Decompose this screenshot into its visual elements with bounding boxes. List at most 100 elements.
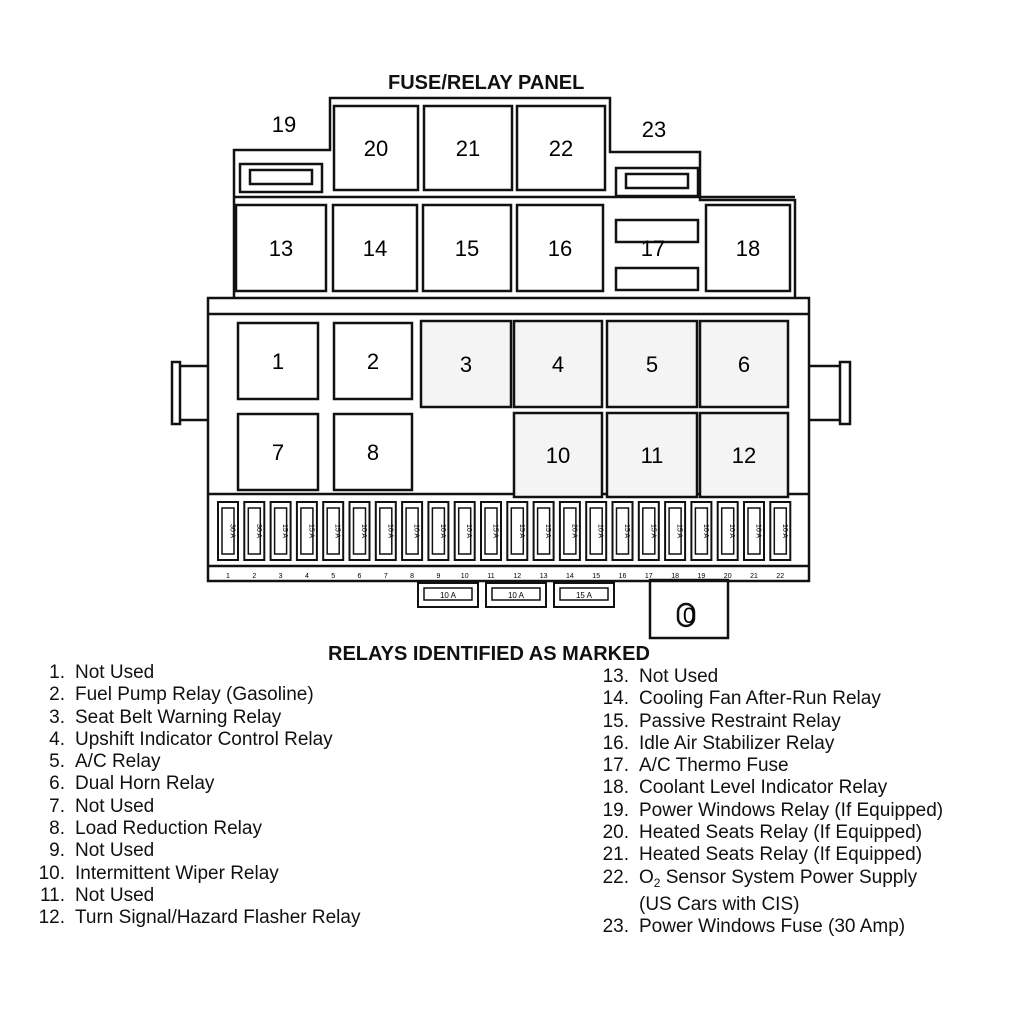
fuse-6-element bbox=[352, 507, 367, 555]
fuse-4-element bbox=[300, 507, 314, 555]
fuse-12-element bbox=[510, 507, 525, 555]
legend-item: 19.Power Windows Relay (If Equipped) bbox=[586, 799, 944, 822]
legend-item-number: 23. bbox=[602, 916, 629, 938]
fuse-5-element bbox=[326, 507, 340, 555]
plug-key bbox=[676, 602, 696, 628]
legend-item-number: 21. bbox=[602, 844, 629, 866]
fuse-22 bbox=[769, 501, 792, 561]
legend-item-number: 5. bbox=[49, 751, 65, 773]
legend-title: RELAYS IDENTIFIED AS MARKED bbox=[328, 643, 650, 665]
fuse-16-number: 16 bbox=[619, 573, 627, 580]
fuse-9-rating: 10 A bbox=[439, 524, 446, 538]
legend-item-number: 18. bbox=[602, 777, 629, 799]
fuse-16-element bbox=[615, 507, 630, 555]
fuse-15-rating: 10 A bbox=[597, 524, 604, 538]
legend-item-text: Upshift Indicator Control Relay bbox=[75, 728, 333, 750]
legend-item: 16.Idle Air Stabilizer Relay bbox=[586, 733, 943, 755]
fuse-6-rating: 10 A bbox=[360, 524, 367, 538]
legend-item-text: Heated Seats Relay (If Equipped) bbox=[639, 844, 923, 866]
fuse-20-rating: 10 A bbox=[728, 524, 735, 538]
fuse-2-number: 2 bbox=[252, 573, 256, 580]
fuse-5 bbox=[322, 501, 345, 561]
relay-8-box bbox=[332, 412, 414, 492]
fuse-12-number: 12 bbox=[513, 573, 521, 580]
plug-label: 0 bbox=[683, 603, 695, 628]
legend-item-text: Not Used bbox=[75, 840, 155, 862]
legend-item: 20.Heated Seats Relay (If Equipped) bbox=[586, 822, 943, 844]
relay-6-box bbox=[698, 319, 790, 409]
legend-item: 4.Upshift Indicator Control Relay bbox=[22, 729, 360, 751]
legend-item-number: 17. bbox=[602, 755, 629, 777]
spare-fuse-3-rating: 15 A bbox=[576, 591, 593, 600]
relay-7-box bbox=[236, 412, 320, 492]
fuse-4 bbox=[295, 501, 318, 561]
fuse-1-number: 1 bbox=[226, 573, 230, 580]
spare-fuse-3 bbox=[553, 582, 615, 608]
legend-item-text: Fuel Pump Relay (Gasoline) bbox=[75, 684, 314, 706]
relay-12-box bbox=[698, 411, 790, 499]
relay-21-box bbox=[422, 104, 514, 192]
legend-item-number: 7. bbox=[49, 795, 65, 817]
fuse-15 bbox=[585, 501, 608, 561]
fuse-13-element bbox=[536, 507, 551, 555]
relay-2-label: 2 bbox=[367, 349, 379, 374]
spare-fuse-2 bbox=[485, 582, 547, 608]
relay-22-label: 22 bbox=[549, 136, 573, 161]
connector-plug bbox=[648, 578, 730, 640]
fuse-13-number: 13 bbox=[540, 573, 548, 580]
fuse-4-rating: 15 A bbox=[307, 524, 314, 538]
relay-11-box bbox=[605, 411, 699, 499]
fuse-1-element bbox=[221, 507, 235, 555]
fuse-14-rating: 20 A bbox=[570, 524, 577, 538]
relay-14-box bbox=[331, 203, 419, 293]
legend-item: 10.Intermittent Wiper Relay bbox=[22, 863, 360, 885]
fuse-3-rating: 15 A bbox=[281, 524, 288, 538]
relay-3-box bbox=[419, 319, 513, 409]
fuse-19-rating: 10 A bbox=[702, 524, 709, 538]
legend-item-number: 1. bbox=[49, 662, 65, 683]
legend-item: 17. A/C Thermo Fuse bbox=[586, 755, 943, 777]
left-mount-tab bbox=[170, 360, 208, 426]
relay-19-label: 19 bbox=[272, 112, 296, 137]
fuse-12 bbox=[506, 501, 529, 561]
fuse-19-element bbox=[694, 507, 709, 555]
legend-item-number: 19. bbox=[602, 799, 629, 821]
fuse-17 bbox=[637, 501, 660, 561]
legend-item-text: Not Used bbox=[75, 884, 155, 906]
panel-title: FUSE/RELAY PANEL bbox=[388, 72, 585, 94]
relay-14-label: 14 bbox=[363, 236, 387, 261]
fuse-5-number: 5 bbox=[331, 573, 335, 580]
fuse-19 bbox=[690, 501, 713, 561]
relay-20-label: 20 bbox=[364, 136, 388, 161]
legend-item: 1.Not Used bbox=[22, 662, 360, 684]
legend-item-number: 6. bbox=[49, 773, 65, 795]
legend-item-text: Coolant Level Indicator Relay bbox=[639, 777, 888, 799]
fuse-10-number: 10 bbox=[461, 573, 469, 580]
legend-item-text: Passive Restraint Relay bbox=[639, 710, 841, 732]
spare-fuse-2-rating: 10 A bbox=[508, 591, 525, 600]
fuse-1 bbox=[217, 501, 239, 561]
relay-17-label: 17 bbox=[641, 236, 665, 261]
relay-1-label: 1 bbox=[272, 349, 284, 374]
spare-fuse-3-element bbox=[559, 587, 609, 601]
fuse-11 bbox=[480, 501, 502, 561]
legend-item-text: A/C Thermo Fuse bbox=[639, 755, 789, 777]
fuse-19 bbox=[248, 168, 314, 186]
fuse-8-rating: 10 A bbox=[413, 524, 420, 538]
relay-2-box bbox=[332, 321, 414, 401]
spare-fuse-1 bbox=[417, 582, 479, 608]
fuse-3 bbox=[269, 501, 292, 561]
fuse-17-number: 17 bbox=[645, 573, 653, 580]
fuse-1-rating: 30 A bbox=[229, 524, 236, 538]
legend-item-number: 22. bbox=[602, 866, 629, 888]
legend-item-number: 11. bbox=[39, 884, 65, 906]
fuse-19-number: 19 bbox=[698, 573, 706, 580]
fuse-22-element bbox=[773, 507, 788, 555]
legend-item-text: Dual Horn Relay bbox=[75, 773, 215, 795]
legend-item-number: 13. bbox=[602, 666, 629, 687]
relay-20-box bbox=[332, 104, 420, 192]
fuse-11-element bbox=[484, 507, 498, 555]
fuse-7-number: 7 bbox=[384, 573, 388, 580]
